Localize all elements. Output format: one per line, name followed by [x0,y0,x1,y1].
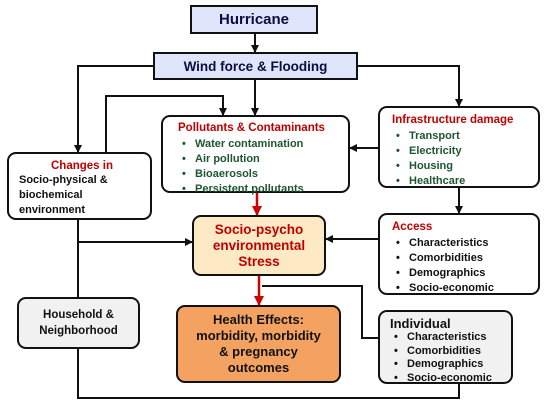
access-item: Characteristics [392,236,534,251]
line-bottom-loop [77,349,460,399]
infrastructure-box: Infrastructure damage Transport Electric… [378,106,540,189]
household-box: Household & Neighborhood [17,297,140,349]
hurricane-label: Hurricane [218,11,290,28]
access-item: Socio-economic [392,281,534,296]
line-individual-to-health [262,285,378,339]
access-item: Demographics [392,266,534,281]
individual-title: Individual [390,316,451,331]
arrow-wind-to-infrastructure [358,65,463,107]
health-line: outcomes [227,360,290,375]
infrastructure-item: Electricity [392,144,534,159]
pollutants-item: Bioaerosols [178,167,342,182]
household-line: Household & [43,309,114,321]
changes-box: Changes in Socio-physical & biochemical … [7,152,152,220]
wind-flooding-box: Wind force & Flooding [153,52,358,80]
pollutants-list: Water contamination Air pollution Bioaer… [178,137,342,197]
infrastructure-list: Transport Electricity Housing Healthcare [392,129,534,189]
individual-item: Socio-economic [390,372,507,386]
pollutants-item: Air pollution [178,152,342,167]
access-item: Comorbidities [392,251,534,266]
individual-item: Demographics [390,358,507,372]
changes-title: Changes in [51,160,113,172]
stress-line: Socio-psycho [214,221,304,237]
changes-line: environment [19,204,86,216]
pollutants-title: Pollutants & Contaminants [178,122,325,134]
pollutants-box: Pollutants & Contaminants Water contamin… [161,115,350,197]
changes-line: biochemical [19,189,83,201]
individual-item: Comorbidities [390,345,507,359]
individual-item: Characteristics [390,331,507,345]
individual-box: Individual Characteristics Comorbidities… [378,310,513,385]
pollutants-item: Water contamination [178,137,342,152]
health-line: & pregnancy [219,344,298,359]
infrastructure-item: Transport [392,129,534,144]
access-list: Characteristics Comorbidities Demographi… [392,236,534,296]
wind-flooding-label: Wind force & Flooding [183,58,328,74]
arrow-loop-to-pollutants [105,95,227,152]
infrastructure-title: Infrastructure damage [392,114,514,126]
hurricane-box: Hurricane [190,5,318,34]
stress-line: environmental [212,237,306,253]
health-effects-box: Health Effects: morbidity, morbidity & p… [176,305,341,383]
stress-line: Stress [238,253,280,269]
access-title: Access [392,221,433,233]
health-line: morbidity, morbidity [196,328,321,343]
access-box: Access Characteristics Comorbidities Dem… [378,213,540,296]
infrastructure-item: Housing [392,159,534,174]
household-line: Neighborhood [39,325,118,337]
pollutants-item: Persistent pollutants [178,182,342,197]
changes-line: Socio-physical & [19,174,108,186]
individual-list: Characteristics Comorbidities Demographi… [390,331,507,385]
arrow-wind-to-changes [74,65,153,153]
infrastructure-item: Healthcare [392,174,534,189]
health-line: Health Effects: [212,312,305,327]
stress-box: Socio-psycho environmental Stress [192,215,326,276]
